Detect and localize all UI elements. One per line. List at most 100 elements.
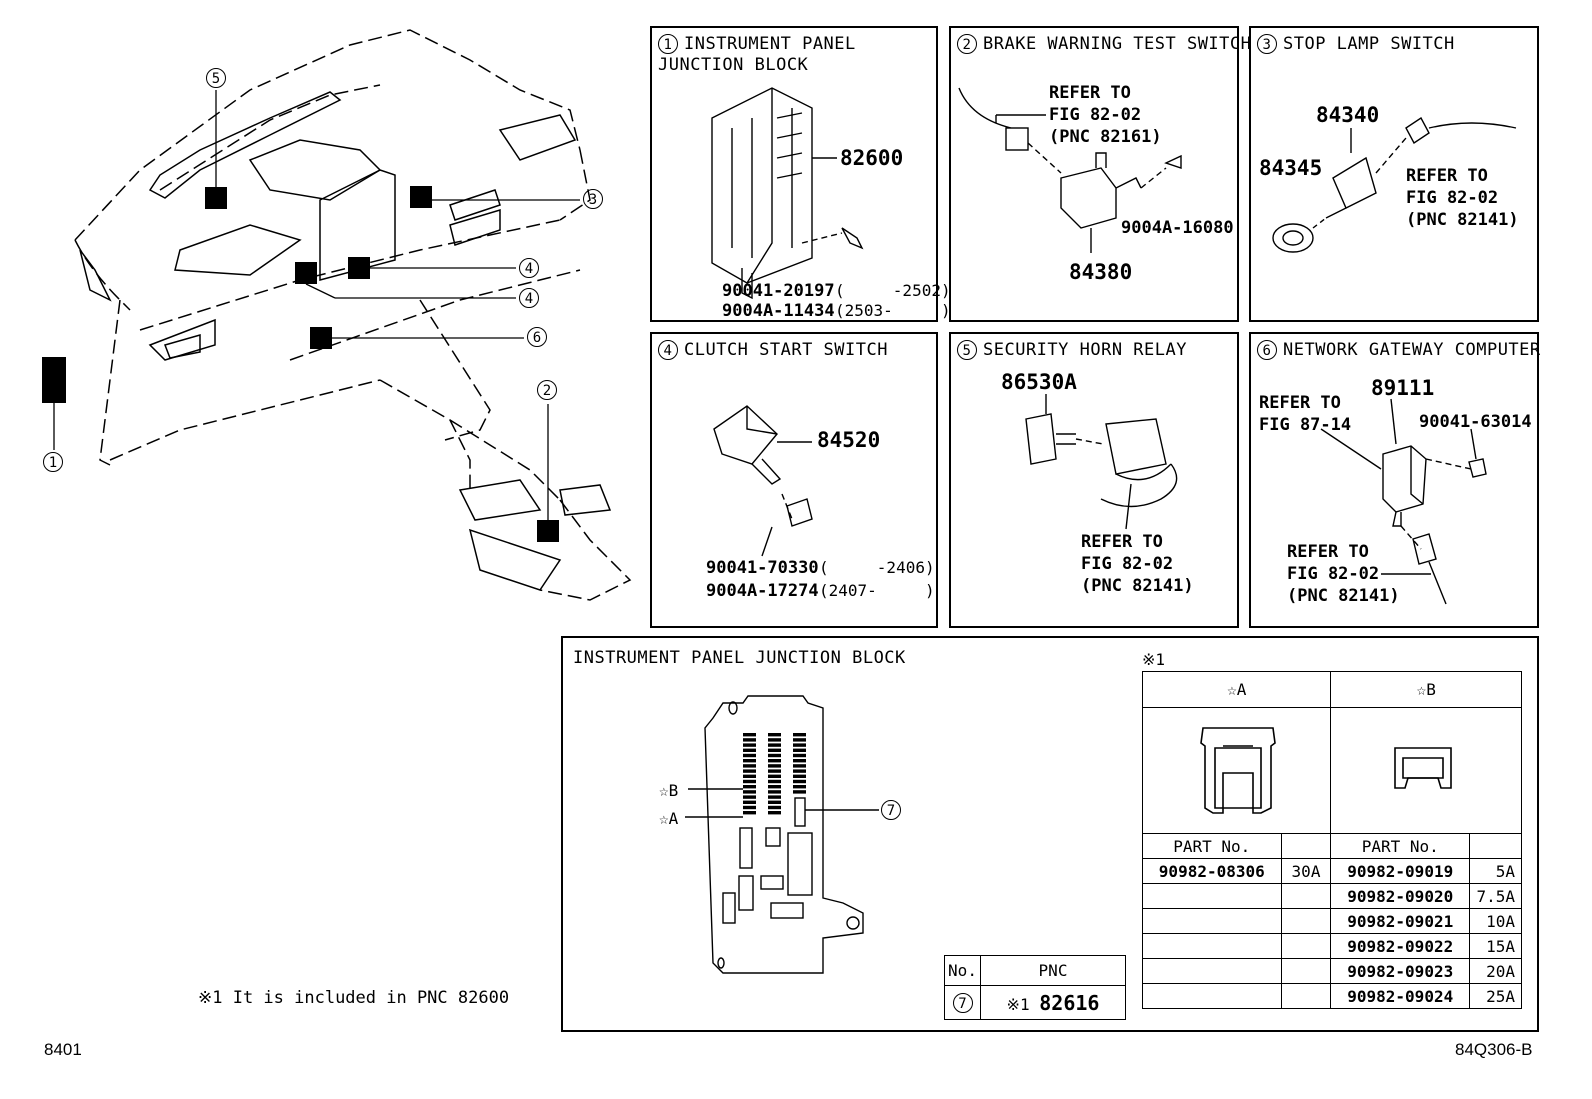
stop-lamp-switch-drawing [1272, 116, 1517, 253]
clutch-switch-drawing [713, 405, 813, 557]
fuse-slot [793, 748, 806, 752]
fuse-image-cell-a [1141, 707, 1332, 834]
fuse-slot [743, 785, 756, 789]
screw-range-1: ( -2406) [819, 558, 935, 577]
fuse-slot [793, 774, 806, 778]
fuse-slot [743, 774, 756, 778]
fuse-slot [768, 785, 781, 789]
fuse-amperage-a [1280, 933, 1332, 959]
fuse-part-number-a [1142, 958, 1282, 984]
brake-switch-drawing [958, 87, 1182, 253]
refer-to-note: REFER TO FIG 82-02 (PNC 82141) [1287, 542, 1400, 606]
footnote: ※1 It is included in PNC 82600 [198, 988, 510, 1008]
screw-part-number-2: 9004A-17274 [706, 581, 819, 601]
panel-title-text: BRAKE WARNING TEST SWITCH [983, 34, 1252, 54]
refer-to-note-top: REFER TO FIG 87-14 [1259, 393, 1352, 435]
fuse-table-note-mark: ※1 [1142, 650, 1166, 669]
fuse-slot [743, 800, 756, 804]
location-marker-2 [537, 520, 559, 542]
fuse-slot [743, 811, 756, 815]
fuse-part-number-b: 90982-09022 [1330, 933, 1471, 959]
callout-6: 6 [527, 327, 547, 347]
screw-range-2: (2407- ) [819, 581, 935, 600]
pnc-header-no: No. [944, 955, 981, 986]
fuse-table-amp-header-a [1280, 833, 1332, 859]
fuse-slot [743, 790, 756, 794]
fuse-table-part-header-a: PART No. [1142, 833, 1282, 859]
panel-title-text: INSTRUMENT PANEL JUNCTION BLOCK [658, 34, 856, 75]
callout-3: 3 [583, 189, 603, 209]
gateway-computer-drawing [1320, 398, 1487, 605]
screw-range-1: ( -2502) [835, 281, 951, 300]
dashboard-overview-drawing [42, 29, 632, 601]
panel-title: 6 NETWORK GATEWAY COMPUTER [1257, 340, 1541, 361]
footer-right-code: 84Q306-B [1455, 1040, 1533, 1059]
pnc-row-mark: ※1 [1006, 994, 1030, 1014]
panel-number: 1 [658, 34, 678, 54]
fuse-slot [793, 738, 806, 742]
fuse-slot [743, 779, 756, 784]
fuse-slot [768, 759, 781, 763]
fuse-slot [793, 733, 806, 737]
fuse-label-b: ☆B [659, 781, 679, 800]
jb-panel-title: INSTRUMENT PANEL JUNCTION BLOCK [573, 648, 906, 668]
fuse-grid [743, 733, 806, 815]
fuse-slot [743, 753, 756, 758]
horn-relay-drawing [1025, 394, 1178, 530]
fuse-part-number-a [1142, 983, 1282, 1009]
fuse-slot [743, 738, 756, 742]
fuse-slot [743, 759, 756, 763]
fuse-amperage-b: 5A [1469, 858, 1522, 884]
part-number-84340: 84340 [1316, 103, 1380, 127]
fuse-table-amp-header-b [1469, 833, 1522, 859]
fuse-amperage-a [1280, 983, 1332, 1009]
part-number-86530a: 86530A [1001, 370, 1077, 394]
fuse-slot [793, 759, 806, 763]
fuse-slot [743, 743, 756, 747]
fuse-slot [768, 733, 781, 737]
part-number-84380: 84380 [1069, 260, 1133, 284]
part-number-82600: 82600 [840, 146, 904, 170]
fuse-amperage-b: 15A [1469, 933, 1522, 959]
panel-number: 6 [1257, 340, 1277, 360]
panel-number: 4 [658, 340, 678, 360]
panel-title-text: NETWORK GATEWAY COMPUTER [1283, 340, 1541, 360]
part-number-89111: 89111 [1371, 376, 1435, 400]
refer-to-note: REFER TO FIG 82-02 (PNC 82161) [1049, 83, 1162, 147]
pnc-header-pnc: PNC [980, 955, 1126, 986]
pnc-row-value: 82616 [1039, 990, 1100, 1015]
fuse-slot [743, 795, 756, 799]
fuse-part-number-b: 90982-09020 [1330, 883, 1471, 909]
part-number-84520: 84520 [817, 428, 881, 452]
fuse-part-number-b: 90982-09024 [1330, 983, 1471, 1009]
fuse-part-number-a [1142, 933, 1282, 959]
pnc-row-callout: 7 [952, 992, 973, 1013]
screw-part-number-1: 90041-70330 [706, 558, 819, 578]
pnc-table: No. PNC 7 ※1 82616 [944, 955, 1126, 1020]
fuse-amperage-a [1280, 908, 1332, 934]
fuse-slot [768, 795, 781, 799]
fuse-amperage-b: 25A [1469, 983, 1522, 1009]
callout-1: 1 [43, 452, 63, 472]
fuse-slot [768, 764, 781, 768]
fuse-slot [793, 790, 806, 794]
panel-title-text: STOP LAMP SWITCH [1283, 34, 1455, 54]
part-number-9004a-16080: 9004A-16080 [1121, 218, 1234, 238]
fuse-slot [793, 753, 806, 758]
fuse-slot [743, 764, 756, 768]
fuse-slot [768, 805, 781, 810]
fuse-table-head-a: ☆A [1141, 671, 1332, 708]
fuse-slot [793, 743, 806, 747]
fuse-amperage-b: 20A [1469, 958, 1522, 984]
